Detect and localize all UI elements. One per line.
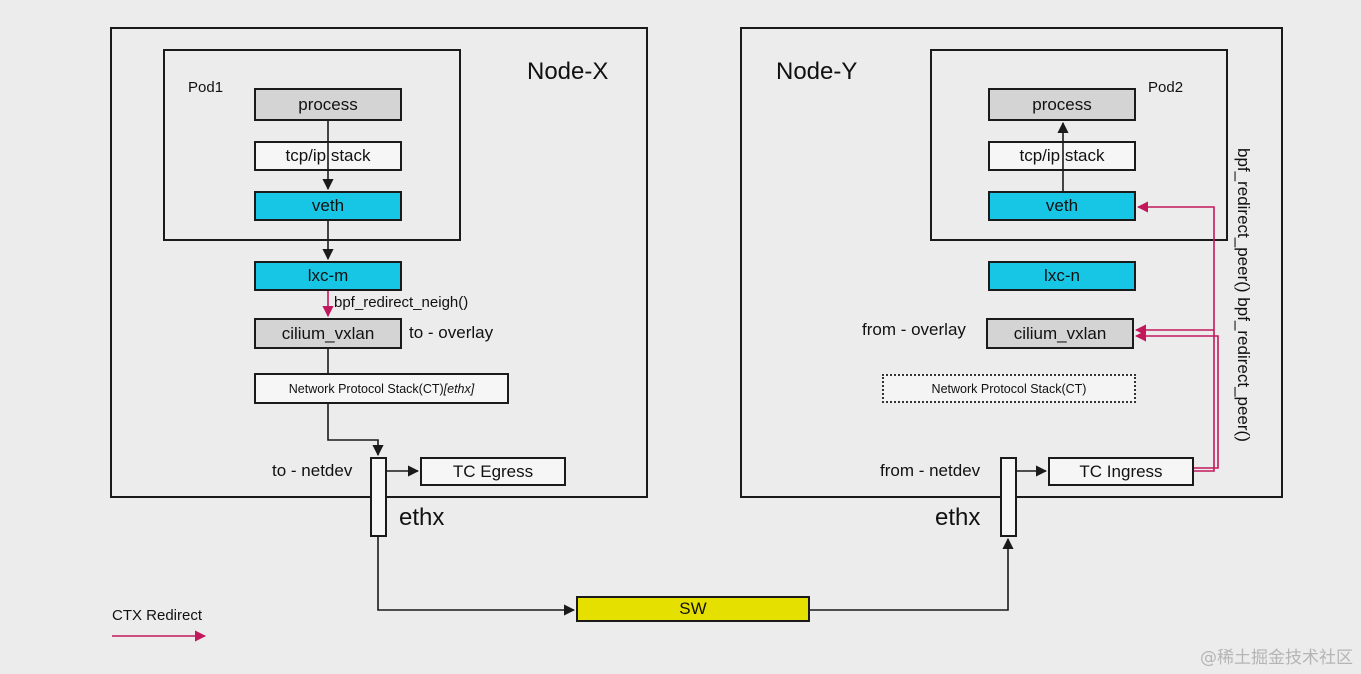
to-netdev-label: to - netdev bbox=[272, 461, 353, 480]
from-overlay-label: from - overlay bbox=[862, 320, 966, 339]
tc-ingress-box: TC Ingress bbox=[1048, 457, 1194, 486]
pod2-frame bbox=[930, 49, 1228, 241]
node-y-netstack-box: Network Protocol Stack(CT) bbox=[882, 374, 1136, 403]
node-x-tcp-stack-box: tcp/ip stack bbox=[254, 141, 402, 171]
legend-label: CTX Redirect bbox=[112, 607, 203, 624]
node-x-ethx-port bbox=[370, 457, 387, 537]
redirect-peer-vertical-label: bpf_redirect_peer() bpf_redirect_peer() bbox=[1234, 148, 1253, 442]
wire-ethx-to-switch bbox=[377, 537, 576, 616]
node-y-cilium-vxlan-box: cilium_vxlan bbox=[986, 318, 1134, 349]
node-x-veth-box: veth bbox=[254, 191, 402, 221]
from-netdev-label: from - netdev bbox=[880, 461, 981, 480]
node-y-veth-box: veth bbox=[988, 191, 1136, 221]
switch-box: SW bbox=[576, 596, 810, 622]
wire-switch-to-ethy bbox=[810, 537, 1014, 611]
node-x-title: Node-X bbox=[527, 58, 609, 85]
node-x-netstack-box: Network Protocol Stack(CT)[ethx] bbox=[254, 373, 509, 404]
node-y-title: Node-Y bbox=[776, 58, 858, 85]
node-y-tcp-stack-box: tcp/ip stack bbox=[988, 141, 1136, 171]
node-x-ethx-label: ethx bbox=[399, 504, 445, 531]
node-x-cilium-vxlan-box: cilium_vxlan bbox=[254, 318, 402, 349]
to-overlay-label: to - overlay bbox=[409, 323, 494, 342]
node-y-process-box: process bbox=[988, 88, 1136, 121]
pod1-frame bbox=[163, 49, 461, 241]
node-x-netstack-italic: [ethx] bbox=[443, 381, 475, 396]
node-y-ethx-port bbox=[1000, 457, 1017, 537]
watermark: @稀土掘金技术社区 bbox=[1200, 648, 1353, 668]
node-x-process-box: process bbox=[254, 88, 402, 121]
node-y-ethx-label: ethx bbox=[935, 504, 981, 531]
redirect-neigh-label: bpf_redirect_neigh() bbox=[334, 294, 469, 311]
tc-egress-box: TC Egress bbox=[420, 457, 566, 486]
node-y-lxc-box: lxc-n bbox=[988, 261, 1136, 291]
node-x-netstack-text: Network Protocol Stack(CT) bbox=[288, 381, 444, 396]
pod1-label: Pod1 bbox=[188, 79, 224, 96]
node-x-lxc-box: lxc-m bbox=[254, 261, 402, 291]
pod2-label: Pod2 bbox=[1148, 79, 1184, 96]
